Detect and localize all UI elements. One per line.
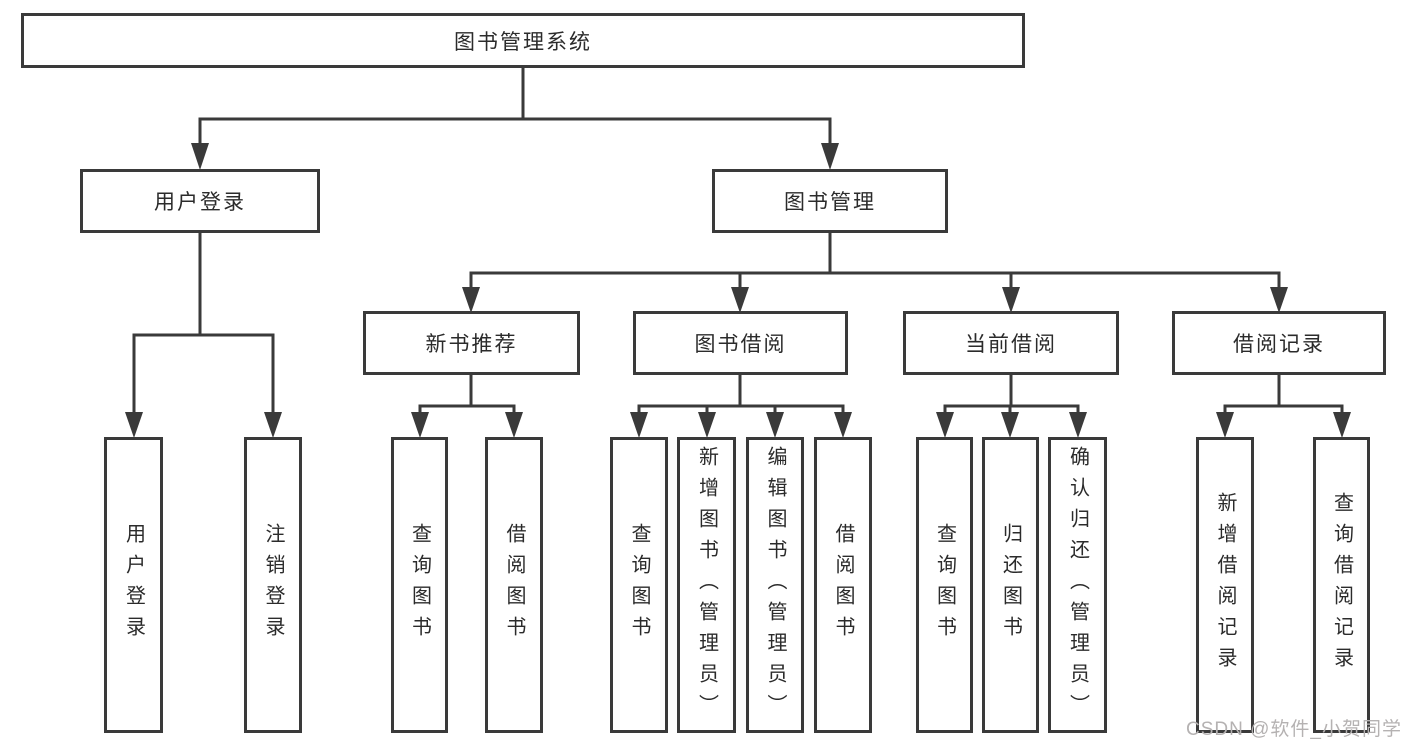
arrow-icon	[834, 412, 852, 438]
arrow-icon	[821, 143, 839, 170]
node-borrow-records: 借阅记录	[1172, 311, 1386, 375]
arrow-icon	[1069, 412, 1087, 438]
node-user-login: 用户登录	[80, 169, 320, 233]
arrowheads	[125, 143, 1351, 438]
leaf-user-login: 用户登录	[104, 437, 163, 733]
leaf-current-query-books: 查询图书	[916, 437, 973, 733]
arrow-icon	[411, 412, 429, 438]
node-new-book-recommend-label: 新书推荐	[425, 333, 518, 356]
arrow-icon	[1001, 412, 1019, 438]
leaf-user-login-label: 用户登录	[122, 523, 145, 647]
arrow-icon	[1002, 287, 1020, 313]
arrow-icon	[766, 412, 784, 438]
leaf-recommend-query-books: 查询图书	[391, 437, 448, 733]
leaf-current-confirm-return-label: 确认归还（管理员）	[1066, 445, 1089, 725]
node-user-login-label: 用户登录	[154, 191, 246, 214]
arrow-icon	[1333, 412, 1351, 438]
connector-user-login-rail	[132, 233, 275, 414]
leaf-records-add-record: 新增借阅记录	[1196, 437, 1254, 733]
watermark-text: CSDN @软件_小贺同学	[1186, 719, 1402, 740]
arrow-icon	[264, 412, 282, 438]
arrow-icon	[462, 287, 480, 313]
leaf-current-confirm-return: 确认归还（管理员）	[1048, 437, 1107, 733]
connector-new-book-rail	[418, 374, 516, 416]
leaf-records-query-record: 查询借阅记录	[1313, 437, 1370, 733]
node-book-borrow-label: 图书借阅	[694, 333, 787, 356]
leaf-logout-label: 注销登录	[262, 523, 284, 647]
leaf-records-add-record-label: 新增借阅记录	[1214, 492, 1236, 678]
node-book-management-label: 图书管理	[784, 191, 876, 214]
arrow-icon	[505, 412, 523, 438]
connector-book-borrow-rail	[637, 374, 845, 416]
node-current-borrow: 当前借阅	[903, 311, 1119, 375]
node-new-book-recommend: 新书推荐	[363, 311, 580, 375]
node-book-borrow: 图书借阅	[633, 311, 848, 375]
leaf-borrow-borrow-books: 借阅图书	[814, 437, 872, 733]
leaf-logout: 注销登录	[244, 437, 302, 733]
leaf-current-return-books: 归还图书	[982, 437, 1039, 733]
connector-current-borrow-rail	[943, 374, 1080, 416]
leaf-recommend-query-books-label: 查询图书	[408, 523, 431, 647]
node-borrow-records-label: 借阅记录	[1233, 333, 1325, 356]
arrow-icon	[1270, 287, 1288, 313]
leaf-borrow-add-books-label: 新增图书（管理员）	[695, 445, 718, 725]
arrow-icon	[936, 412, 954, 438]
leaf-records-query-record-label: 查询借阅记录	[1330, 492, 1353, 678]
arrow-icon	[731, 287, 749, 313]
arrow-icon	[191, 143, 209, 170]
arrow-icon	[698, 412, 716, 438]
arrow-icon	[630, 412, 648, 438]
connector-root-rail	[198, 68, 832, 146]
arrow-icon	[125, 412, 143, 438]
connector-borrow-records-rail	[1223, 374, 1344, 416]
leaf-borrow-query-books: 查询图书	[610, 437, 668, 733]
leaf-borrow-borrow-books-label: 借阅图书	[832, 523, 854, 647]
arrow-icon	[1216, 412, 1234, 438]
node-current-borrow-label: 当前借阅	[965, 333, 1057, 356]
connector-book-mgmt-rail	[469, 233, 1281, 290]
leaf-recommend-borrow-books-label: 借阅图书	[503, 523, 525, 647]
node-root-label: 图书管理系统	[454, 30, 592, 54]
leaf-borrow-add-books: 新增图书（管理员）	[677, 437, 736, 733]
leaf-recommend-borrow-books: 借阅图书	[485, 437, 543, 733]
node-book-management: 图书管理	[712, 169, 948, 233]
node-root: 图书管理系统	[21, 13, 1025, 68]
leaf-current-return-books-label: 归还图书	[999, 523, 1022, 647]
leaf-borrow-query-books-label: 查询图书	[628, 523, 650, 647]
leaf-borrow-edit-books-label: 编辑图书（管理员）	[764, 445, 786, 725]
leaf-borrow-edit-books: 编辑图书（管理员）	[746, 437, 804, 733]
leaf-current-query-books-label: 查询图书	[933, 523, 956, 647]
